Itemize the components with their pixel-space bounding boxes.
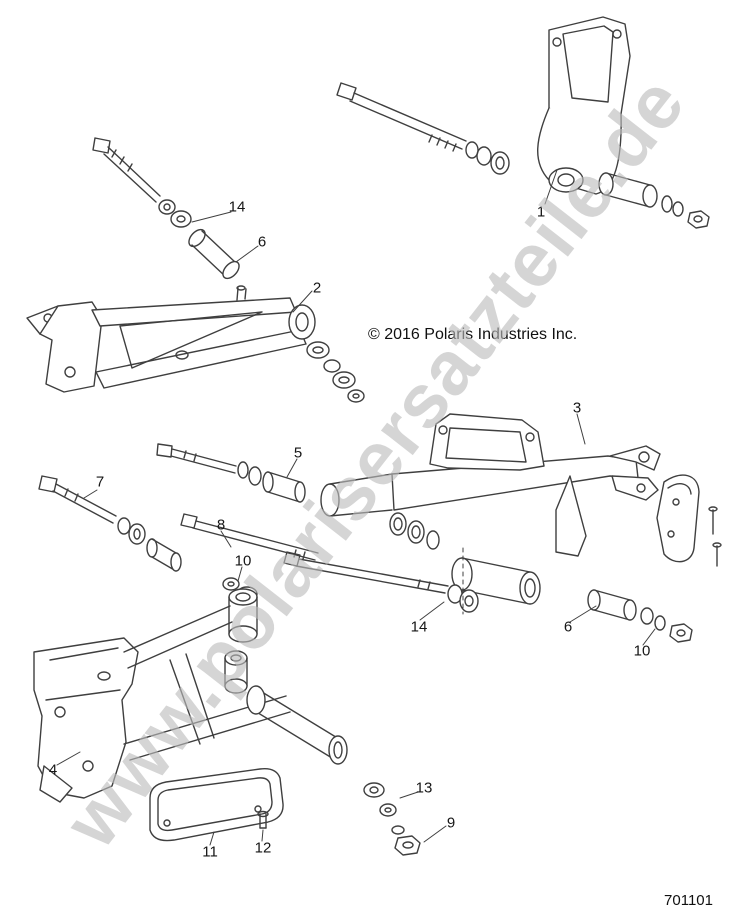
callout-1: 1 bbox=[536, 203, 546, 221]
callout-4: 4 bbox=[48, 761, 58, 779]
callout-14-a: 14 bbox=[228, 198, 246, 216]
callout-7: 7 bbox=[95, 473, 105, 491]
part-1-rear-upper-arm bbox=[336, 16, 710, 229]
callout-13: 13 bbox=[415, 779, 433, 797]
part-2-front-upper-arm bbox=[26, 137, 365, 403]
callout-9: 9 bbox=[446, 814, 456, 832]
callout-8: 8 bbox=[216, 516, 226, 534]
part-4-front-lower-arm bbox=[33, 475, 421, 856]
callout-10-b: 10 bbox=[633, 642, 651, 660]
callout-5: 5 bbox=[293, 444, 303, 462]
copyright-text: © 2016 Polaris Industries Inc. bbox=[368, 326, 578, 343]
callout-6-a: 6 bbox=[257, 233, 267, 251]
callout-12: 12 bbox=[254, 839, 272, 857]
callout-6-b: 6 bbox=[563, 618, 573, 636]
diagram-number: 701101 bbox=[664, 892, 713, 909]
callout-14-b: 14 bbox=[410, 618, 428, 636]
callout-10-a: 10 bbox=[234, 552, 252, 570]
callout-2: 2 bbox=[312, 279, 322, 297]
callout-3: 3 bbox=[572, 399, 582, 417]
part-3-rear-lower-arm bbox=[156, 413, 722, 643]
callout-11: 11 bbox=[202, 843, 218, 861]
callout-leaders bbox=[56, 169, 656, 846]
